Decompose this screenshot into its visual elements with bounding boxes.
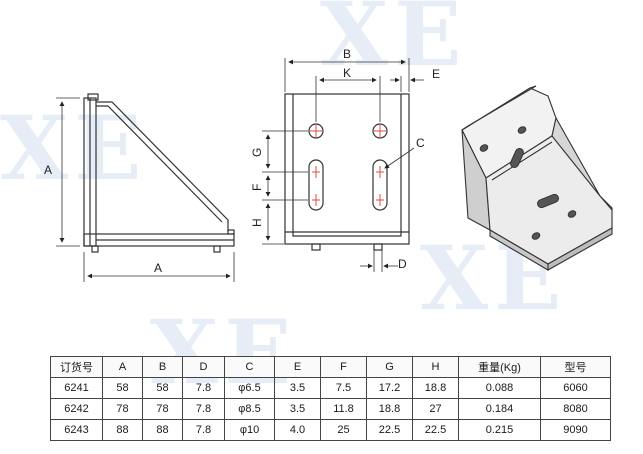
header-a: A <box>102 356 143 378</box>
front-dim-b <box>284 58 410 92</box>
header-order-no: 订货号 <box>50 356 103 378</box>
header-model: 型号 <box>540 356 611 378</box>
hole-centerlines <box>310 125 386 206</box>
table-cell: 3.5 <box>274 398 321 420</box>
table-cell: 88 <box>142 419 183 441</box>
front-dim-f-label: F <box>250 184 264 191</box>
table-cell: 7.8 <box>182 419 225 441</box>
table-cell: 0.215 <box>458 419 541 441</box>
front-view <box>284 93 410 251</box>
side-dim-a-horizontal-label: A <box>154 261 162 275</box>
table-cell: 22.5 <box>412 419 459 441</box>
table-cell: 7.8 <box>182 398 225 420</box>
table-cell: φ6.5 <box>224 377 275 399</box>
spec-table-header-row: 订货号 A B D C E F G H 重量(Kg) 型号 <box>50 356 611 378</box>
table-cell: 17.2 <box>366 377 413 399</box>
table-cell: 6060 <box>540 377 611 399</box>
header-b: B <box>142 356 183 378</box>
table-cell: 88 <box>102 419 143 441</box>
table-cell: 27 <box>412 398 459 420</box>
side-dim-a-vertical <box>56 97 80 247</box>
header-g: G <box>366 356 413 378</box>
front-dim-d <box>360 250 398 272</box>
watermark-top: XE <box>320 0 468 86</box>
header-h: H <box>412 356 459 378</box>
front-holes <box>308 123 388 211</box>
table-cell: 22.5 <box>366 419 413 441</box>
table-cell: 18.8 <box>412 377 459 399</box>
table-cell: 6241 <box>50 377 103 399</box>
front-dim-e-label: E <box>432 67 440 81</box>
table-cell: 7.8 <box>182 377 225 399</box>
front-dim-b-label: B <box>343 47 351 61</box>
front-dim-g-label: G <box>250 148 264 157</box>
table-cell: 78 <box>102 398 143 420</box>
front-dim-d-label: D <box>398 257 407 271</box>
table-cell: 6243 <box>50 419 103 441</box>
front-dim-k-label: K <box>343 66 351 80</box>
front-dim-k <box>315 76 381 122</box>
table-cell: 58 <box>102 377 143 399</box>
table-row: 6241 58 58 7.8 φ6.5 3.5 7.5 17.2 18.8 0.… <box>50 377 611 399</box>
front-dim-c-leader <box>384 147 415 169</box>
table-cell: 7.5 <box>320 377 367 399</box>
table-cell: φ8.5 <box>224 398 275 420</box>
isometric-view <box>461 85 613 271</box>
table-cell: 6242 <box>50 398 103 420</box>
side-view <box>83 93 235 253</box>
table-cell: 18.8 <box>366 398 413 420</box>
front-dim-e <box>390 76 424 92</box>
isometric-holes <box>479 126 577 240</box>
table-row: 6243 88 88 7.8 φ10 4.0 25 22.5 22.5 0.21… <box>50 419 611 441</box>
front-dim-c-label: C <box>416 136 425 150</box>
technical-drawing: A A B K <box>44 47 613 282</box>
table-cell: 25 <box>320 419 367 441</box>
watermark-left: XE <box>0 96 148 200</box>
side-dim-a-vertical-label: A <box>44 163 52 177</box>
table-cell: 0.088 <box>458 377 541 399</box>
table-cell: 78 <box>142 398 183 420</box>
table-cell: 9090 <box>540 419 611 441</box>
header-f: F <box>320 356 367 378</box>
header-d: D <box>182 356 225 378</box>
table-cell: 8080 <box>540 398 611 420</box>
front-dim-h-label: H <box>250 218 264 227</box>
header-e: E <box>274 356 321 378</box>
front-dim-gfh <box>262 130 308 245</box>
slot-right <box>372 159 388 211</box>
side-dim-a-horizontal <box>83 252 235 282</box>
table-cell: 4.0 <box>274 419 321 441</box>
header-weight: 重量(Kg) <box>458 356 541 378</box>
table-cell: 11.8 <box>320 398 367 420</box>
header-c: C <box>224 356 275 378</box>
table-cell: 0.184 <box>458 398 541 420</box>
spec-table: 订货号 A B D C E F G H 重量(Kg) 型号 6241 58 58… <box>50 356 611 441</box>
slot-left <box>308 159 324 211</box>
table-row: 6242 78 78 7.8 φ8.5 3.5 11.8 18.8 27 0.1… <box>50 398 611 420</box>
table-cell: 3.5 <box>274 377 321 399</box>
table-cell: φ10 <box>224 419 275 441</box>
table-cell: 58 <box>142 377 183 399</box>
